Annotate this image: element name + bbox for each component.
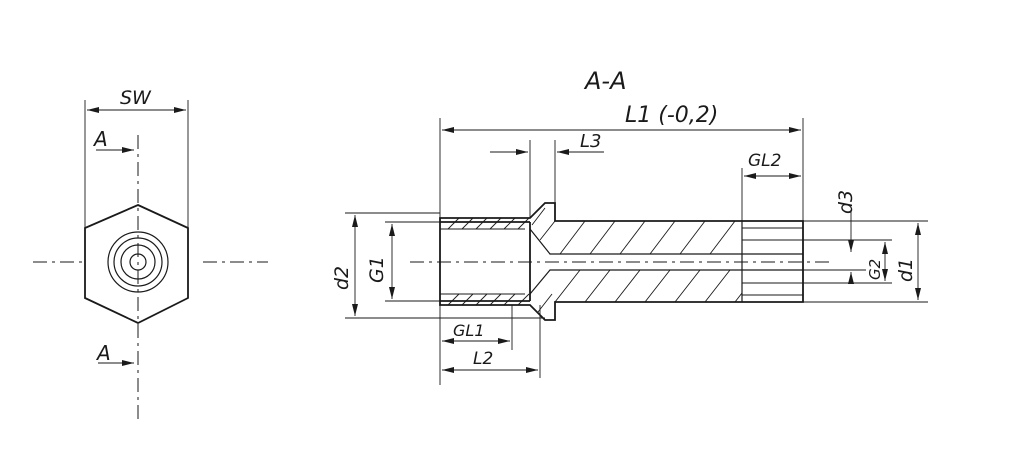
hatching-shaft-upper	[531, 207, 736, 255]
thread-length-1-label: GL1	[453, 321, 485, 340]
cone-top	[529, 228, 551, 255]
section-view: L1 (-0,2) L3 GL2 GL1 L2 d2 G1	[331, 103, 928, 385]
third-ring-circle	[120, 244, 156, 280]
section-title: A-A	[583, 67, 627, 95]
bore-diameter-label: d3	[835, 190, 857, 214]
inner-bore-circle	[129, 253, 147, 271]
wrench-size-label: SW	[120, 87, 152, 109]
cut-marker-top: A	[92, 127, 108, 151]
second-ring-circle	[113, 237, 163, 287]
outer-diameter-label: d2	[331, 266, 353, 290]
thread-2-label: G2	[866, 259, 884, 280]
hatching-lower-socket	[447, 293, 530, 306]
thread-length-2-label: GL2	[748, 151, 781, 171]
overall-length-label: L1 (-0,2)	[625, 103, 718, 128]
outer-ring-circle	[107, 231, 169, 293]
bore-depth-label: L2	[473, 349, 493, 369]
thread-1-label: G1	[366, 256, 388, 283]
end-view: SW A A	[33, 87, 268, 420]
hatching-shaft-lower	[537, 269, 743, 313]
hex-nut-outline	[84, 204, 189, 325]
collar-length-label: L3	[580, 131, 601, 152]
cut-marker-bottom: A	[95, 341, 111, 365]
shaft-diameter-label: d1	[895, 258, 917, 282]
hatching-upper-socket	[447, 217, 530, 230]
cone-bottom	[529, 269, 551, 295]
